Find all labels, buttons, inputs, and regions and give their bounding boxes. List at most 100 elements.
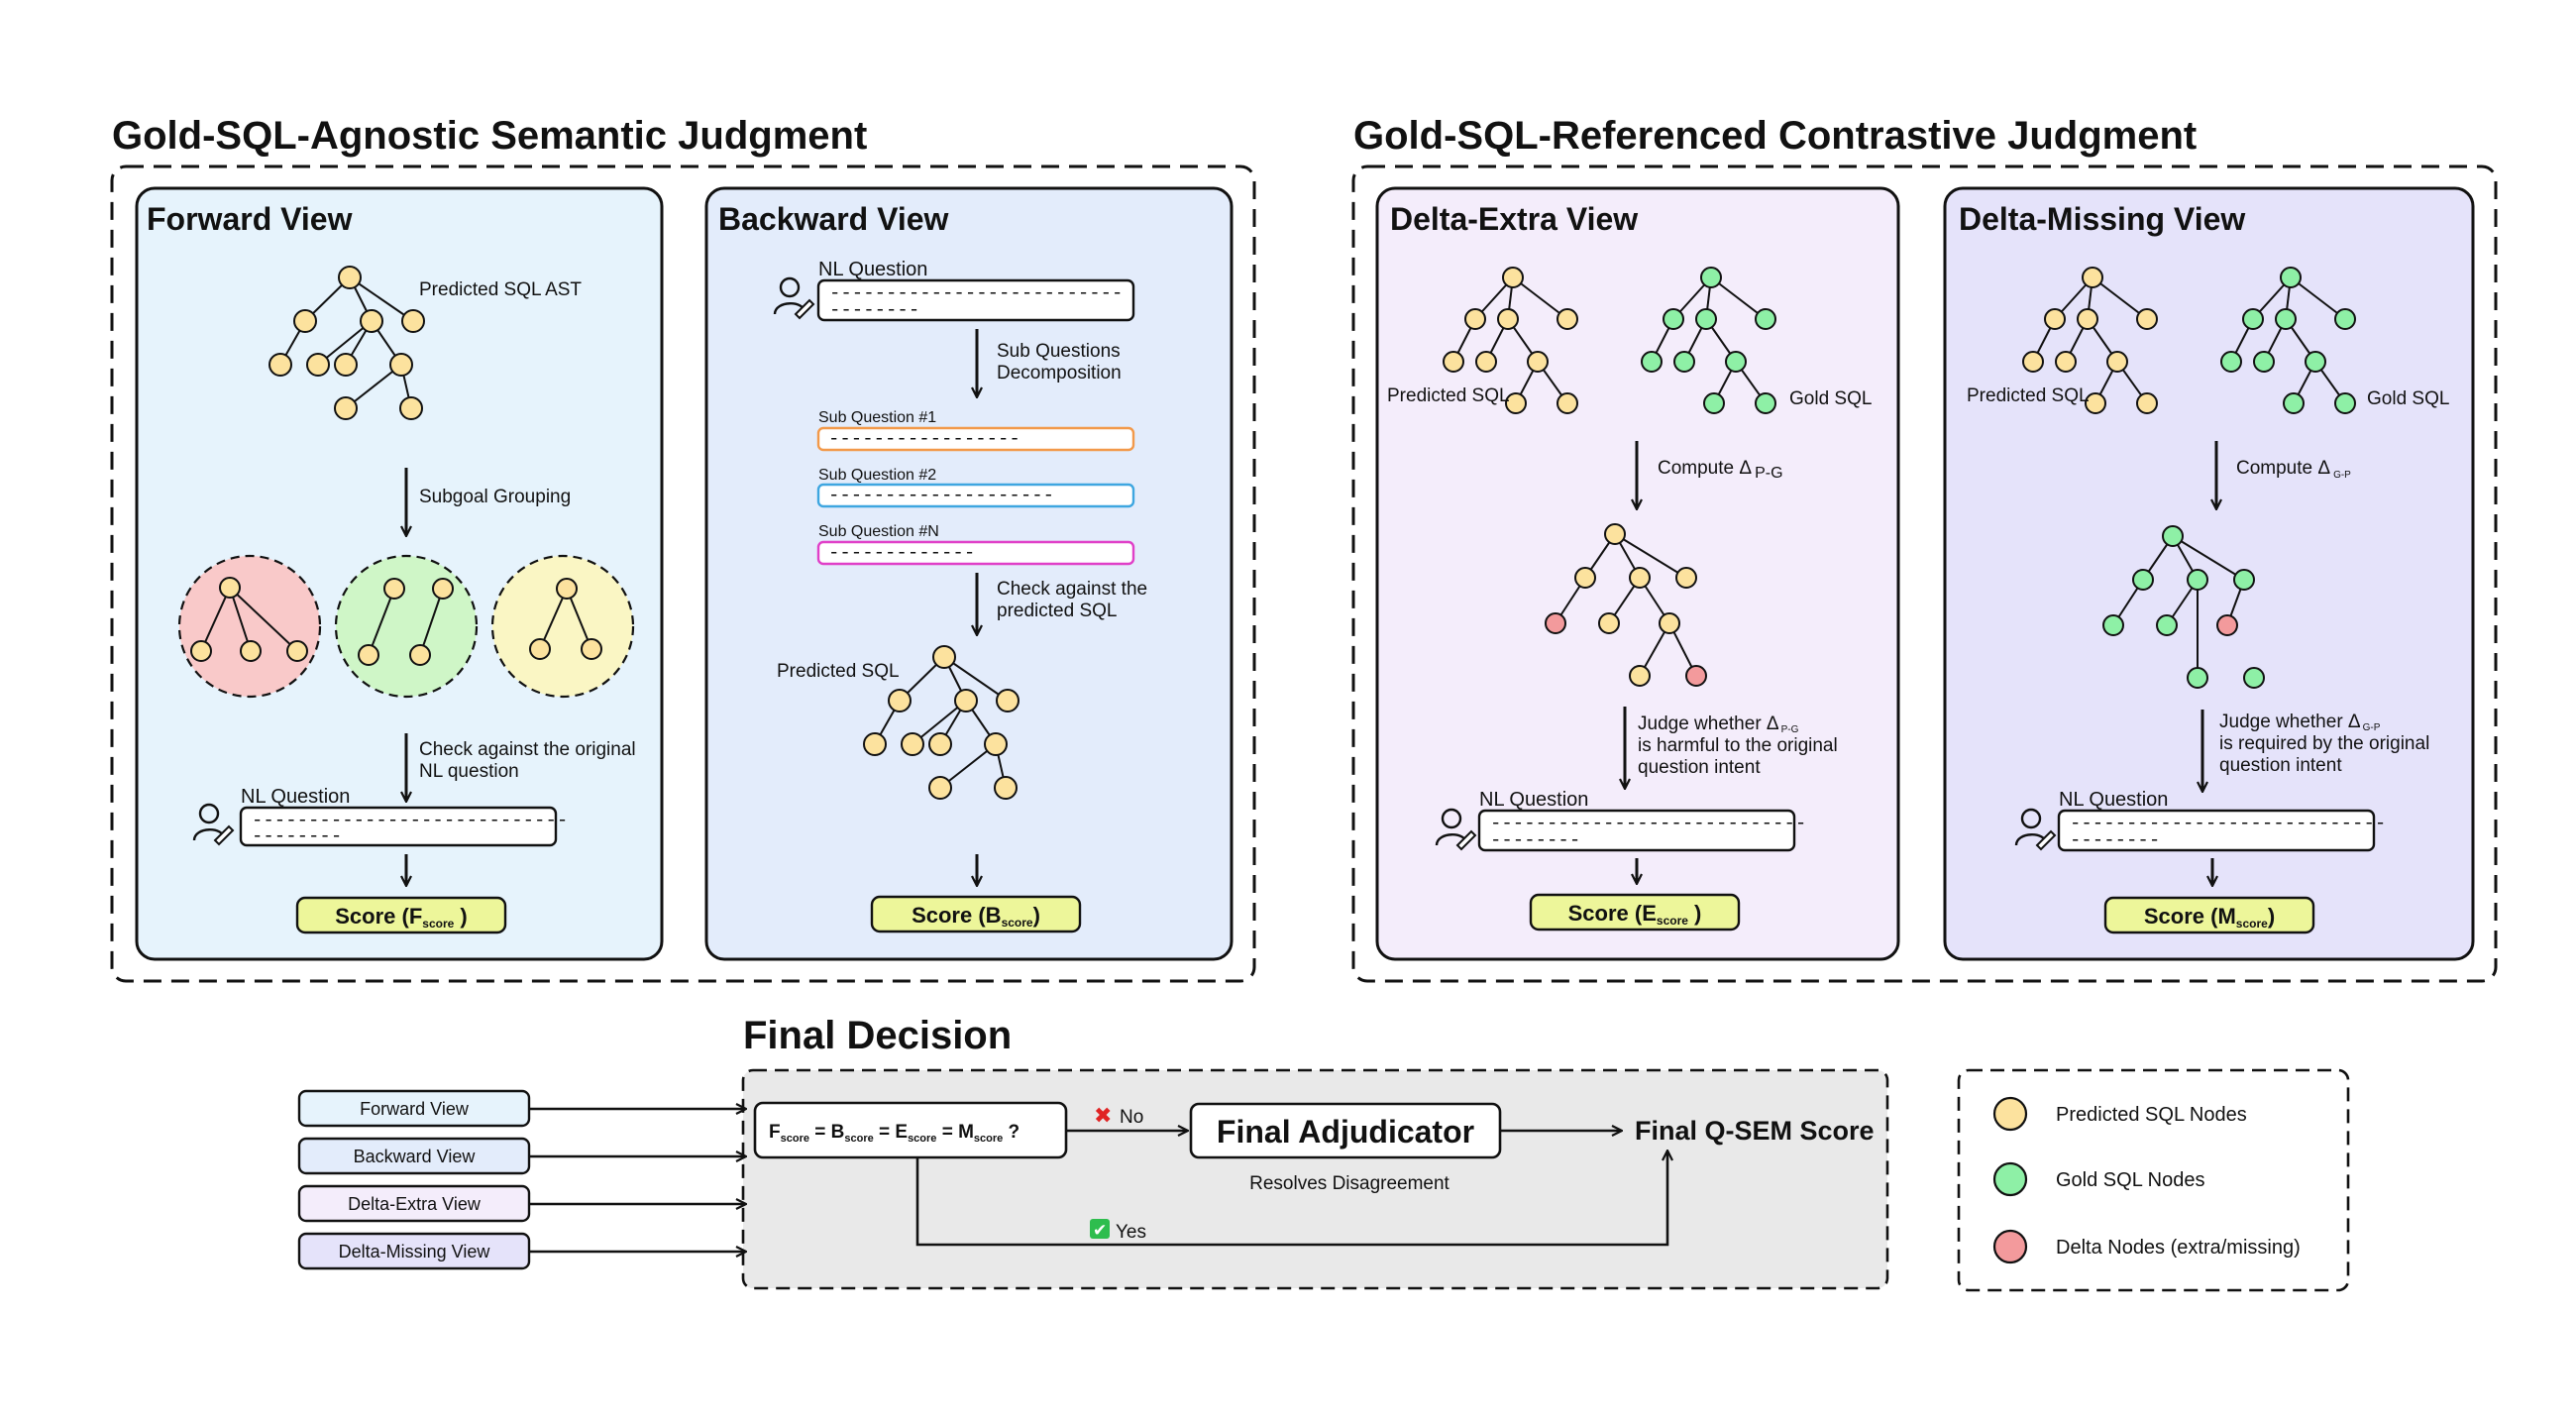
final-qsem-score: Final Q-SEM Score [1635,1116,1875,1146]
missing-gold-tree-node [2334,308,2356,330]
user-icon [1435,808,1477,851]
extra-pred-tree-node [1556,392,1578,414]
backward-tree-node [984,732,1008,756]
missing-delta-tree-node [2216,614,2238,636]
group-red-tree-node [190,640,212,662]
missing-pred-tree-node [2077,308,2098,330]
legend-gold-label: Gold SQL Nodes [2056,1169,2204,1191]
delta-missing-judge-line3: question intent [2219,755,2342,776]
forward-ast-node [360,309,383,333]
delta-missing-title: Delta-Missing View [1959,201,2245,237]
subq1-dash: ----------------- [828,428,1020,450]
forward-ast-node [389,353,413,377]
extra-gold-tree-node [1673,351,1695,373]
extra-gold-tree-node [1755,392,1776,414]
missing-gold-tree-node [2220,351,2242,373]
missing-pred-tree-node [2085,392,2106,414]
referenced-section-title: Gold-SQL-Referenced Contrastive Judgment [1353,114,2197,158]
forward-step1-label: Subgoal Grouping [419,487,571,507]
extra-gold-tree-edge [1710,276,1767,320]
forward-ast-node [334,396,358,420]
extra-delta-tree-node [1574,567,1596,589]
delta-missing-nl-box [2057,809,2376,852]
yes-check-glyph: ✔ [1093,1221,1107,1240]
input-delta-missing-label: Delta-Missing View [339,1242,491,1261]
backward-nl-dash2: -------- [829,299,919,321]
yes-label: Yes [1116,1222,1146,1243]
forward-nl-label: NL Question [241,786,350,808]
user-icon [2014,808,2057,851]
legend: Predicted SQL Nodes Gold SQL Nodes Delta… [1957,1068,2350,1292]
group-green-tree-node [358,644,379,666]
missing-pred-tree-node [2136,308,2158,330]
extra-delta-tree-node [1675,567,1697,589]
subq2-box [816,483,1135,508]
missing-pred-tree-node [2055,351,2077,373]
backward-pred-label: Predicted SQL [777,661,900,682]
backward-step2-line2: predicted SQL [997,601,1117,621]
delta-missing-nl-dash2: -------- [2070,829,2160,851]
forward-nl-dash1: ---------------------------- [252,810,568,831]
group-green-tree-node [383,578,405,600]
delta-missing-score: Score (Mscore) [2144,904,2275,931]
delta-missing-predicted-tree [2022,267,2158,414]
missing-pred-tree-node [2106,351,2128,373]
extra-gold-tree-node [1703,392,1725,414]
backward-predicted-tree [863,645,1020,800]
delta-extra-judge-line3: question intent [1638,757,1761,778]
legend-delta-swatch [1992,1229,2028,1264]
subqn-box [816,540,1135,566]
extra-delta-tree-node [1545,612,1566,634]
group-green-tree-edge [419,588,444,656]
extra-delta-tree-node [1685,665,1707,687]
missing-delta-tree-node [2162,525,2184,547]
delta-extra-score: Score (Escore ) [1568,901,1702,928]
condition-text: Fscore = Bscore = Escore = Mscore ? [769,1122,1020,1145]
backward-tree-node [928,776,952,800]
user-icon [773,276,815,320]
legend-delta-label: Delta Nodes (extra/missing) [2056,1237,2301,1259]
legend-gold-swatch [1992,1161,2028,1197]
input-backward-label: Backward View [354,1147,477,1166]
final-decision: Forward View Backward View Delta-Extra V… [297,1068,1889,1290]
missing-gold-tree-node [2334,392,2356,414]
group-red-tree-node [219,577,241,599]
missing-pred-tree-node [2022,351,2044,373]
agnostic-section-title: Gold-SQL-Agnostic Semantic Judgment [112,114,867,158]
delta-missing-nl-dash1: ---------------------------- [2070,813,2386,834]
group-red-tree-node [286,640,308,662]
backward-view-title: Backward View [718,201,949,237]
subgoal-group-trees [190,577,602,666]
forward-ast-node [334,353,358,377]
extra-gold-tree-node [1725,351,1747,373]
missing-pred-tree-node [2082,267,2103,288]
input-delta-extra-label: Delta-Extra View [348,1194,482,1214]
missing-pred-tree-node [2044,308,2066,330]
backward-step2-line1: Check against the [997,579,1147,600]
missing-delta-tree-node [2102,614,2124,636]
forward-view: Forward View Predicted SQL AST Subgoal G… [147,201,636,934]
no-cross-icon: ✖ [1094,1103,1112,1128]
yes-check-icon [1090,1219,1110,1239]
backward-step1-line2: Decomposition [997,363,1122,384]
backward-tree-node [888,689,912,712]
group-yellow-tree-node [581,638,602,660]
missing-gold-tree-node [2305,351,2326,373]
extra-pred-tree-node [1502,267,1524,288]
extra-gold-tree-node [1641,351,1663,373]
backward-tree-node [996,689,1020,712]
extra-pred-tree-node [1505,392,1527,414]
forward-ast-label: Predicted SQL AST [419,279,582,300]
backward-tree-node [932,645,956,669]
subq2-dash: -------------------- [828,485,1054,506]
group-green-tree-edge [368,588,395,656]
delta-extra-title: Delta-Extra View [1390,201,1638,237]
yes-path-arrow [915,1151,1667,1247]
delta-missing-view: Delta-Missing View Predicted SQL Gold SQ… [1959,201,2449,934]
forward-ast-node [306,353,330,377]
missing-delta-tree-node [2156,614,2178,636]
no-label: No [1120,1107,1143,1128]
delta-missing-delta-tree [2102,525,2265,689]
